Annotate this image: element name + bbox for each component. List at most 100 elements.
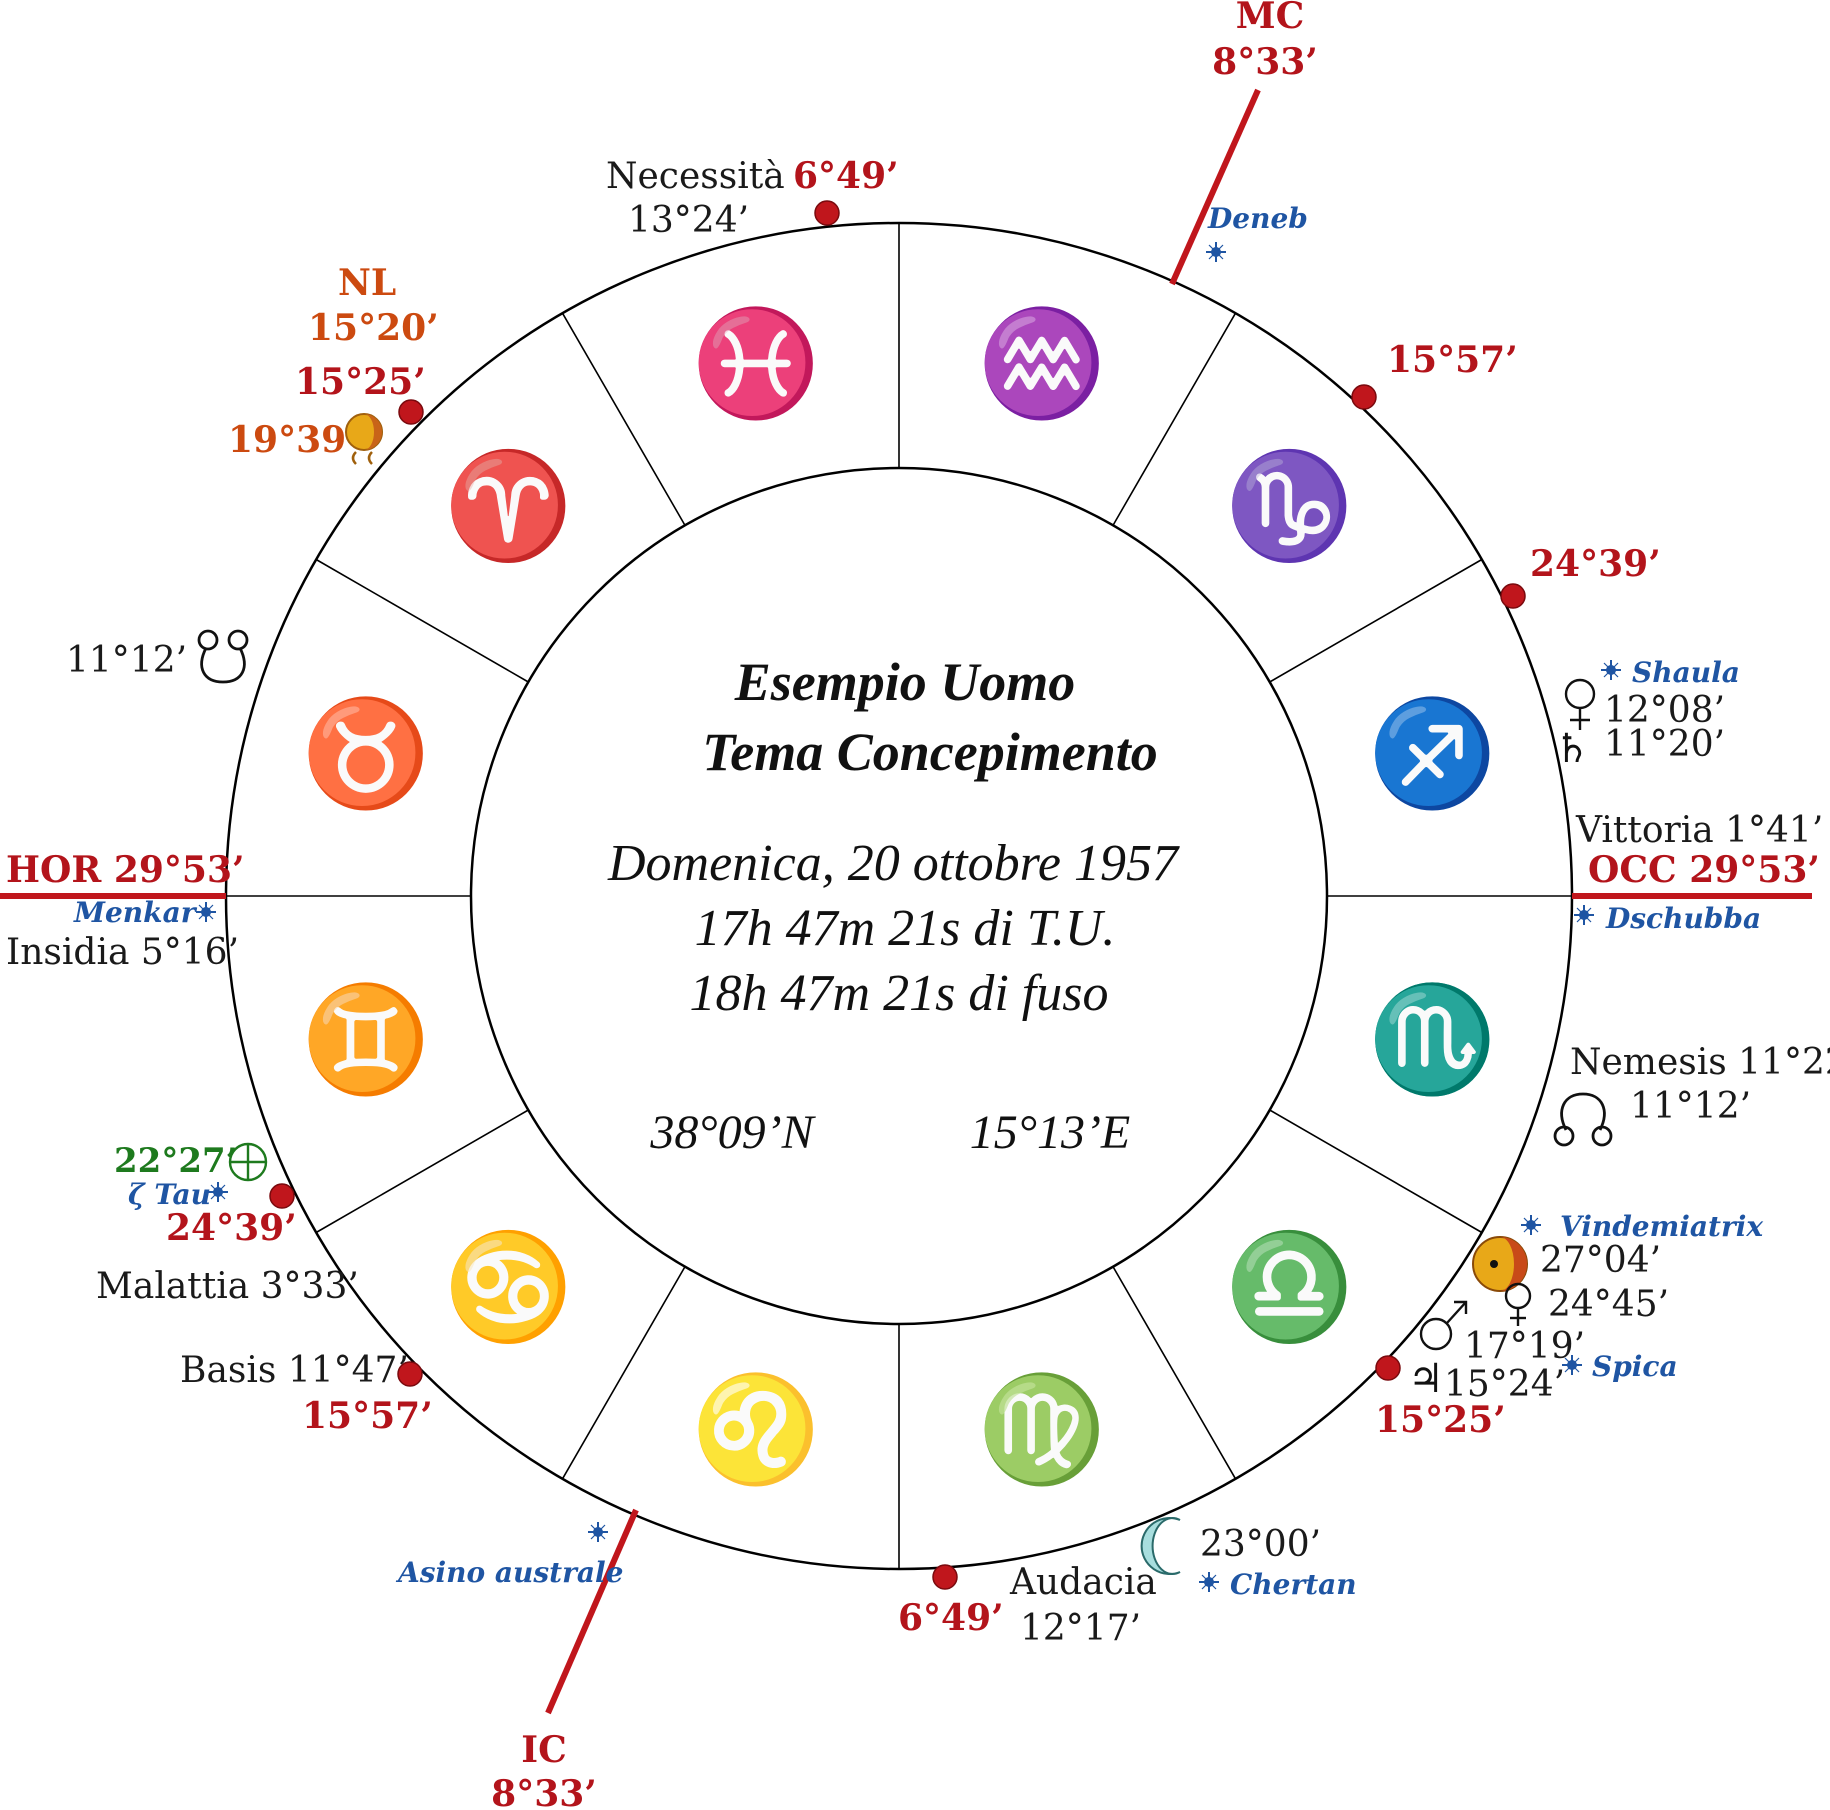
- hor-label: HOR 29°53’: [6, 849, 245, 891]
- sign-glyph-aquarius: ♒: [977, 302, 1107, 424]
- new-moon-degree: 15°20’: [308, 307, 439, 349]
- new-moon-label: NL: [338, 262, 396, 304]
- mercury-icon: [1564, 678, 1596, 730]
- star-icon: [1521, 1215, 1541, 1235]
- star-menkar: Menkar: [73, 896, 198, 929]
- moon-degree: 23°00’: [1200, 1524, 1321, 1565]
- mc-label: MC: [1236, 0, 1305, 37]
- sun-icon: [1472, 1236, 1528, 1292]
- cusp-degree: 6°49’: [793, 155, 899, 197]
- time-tu-line: 17h 47m 21s di T.U.: [695, 900, 1116, 957]
- south-node-icon: [197, 629, 249, 684]
- sign-divider: [561, 312, 686, 526]
- cusp-dot: [932, 1564, 958, 1590]
- sign-divider: [315, 558, 529, 683]
- angle-axes: [0, 88, 1812, 1715]
- star-icon: [1206, 242, 1226, 262]
- sign-divider: [1112, 1266, 1237, 1480]
- cusp-dot: [398, 399, 424, 425]
- star-icon: [196, 902, 216, 922]
- lot-audacia-degree: 12°17’: [1020, 1608, 1141, 1649]
- star-deneb: Deneb: [1207, 202, 1308, 235]
- sign-glyph-taurus: ♉: [301, 692, 431, 814]
- venus-degree: 24°45’: [1548, 1284, 1669, 1325]
- lot-malattia: Malattia 3°33’: [96, 1266, 359, 1307]
- star-icon: [1562, 1355, 1582, 1375]
- star-vindemiatrix: Vindemiatrix: [1560, 1210, 1763, 1243]
- north-node-degree: 11°12’: [1630, 1086, 1751, 1127]
- star-icon: [1574, 905, 1594, 925]
- fortune-icon: [228, 1142, 268, 1182]
- sign-glyph-capricorn: ♑: [1225, 445, 1355, 567]
- title-line-2: Tema Concepimento: [702, 722, 1158, 782]
- lot-necessita-name: Necessità: [606, 156, 785, 197]
- star-shaula: Shaula: [1632, 656, 1740, 689]
- sign-divider: [315, 1109, 529, 1234]
- date-line: Domenica, 20 ottobre 1957: [607, 835, 1180, 892]
- inner-ring: [469, 466, 1329, 1326]
- cusp-dot: [269, 1183, 295, 1209]
- star-zeta-tau: ζ Tau: [128, 1178, 211, 1211]
- sign-divider: [1269, 558, 1483, 683]
- cusp-dot: [1351, 384, 1377, 410]
- sign-glyph-gemini: ♊: [301, 978, 431, 1100]
- cusp-degree: 15°25’: [295, 361, 426, 403]
- cusp-degree: 15°57’: [302, 1395, 433, 1437]
- fixed-star-icons: [196, 242, 1621, 1592]
- star-spica: Spica: [1592, 1350, 1678, 1383]
- sign-glyph-scorpio: ♏: [1367, 978, 1497, 1100]
- sign-glyph-leo: ♌: [691, 1368, 821, 1490]
- star-icon: [588, 1522, 608, 1542]
- star-icon: [208, 1182, 228, 1202]
- ic-axis: [545, 1508, 639, 1715]
- saturn-degree: 11°20’: [1604, 724, 1725, 765]
- sign-divider: [1112, 312, 1237, 526]
- north-node-icon: [1553, 1092, 1613, 1147]
- longitude: 15°13’E: [970, 1106, 1131, 1159]
- cusp-degree: 6°49’: [898, 1597, 1004, 1639]
- chart-title-block: Esempio Uomo Tema Concepimento Domenica,…: [607, 652, 1180, 1159]
- title-line-1: Esempio Uomo: [734, 652, 1076, 712]
- lot-audacia-name: Audacia: [1009, 1562, 1157, 1603]
- sign-glyph-cancer: ♋: [444, 1225, 574, 1347]
- cusp-dot: [1375, 1355, 1401, 1381]
- latitude: 38°09’N: [649, 1106, 816, 1159]
- lot-vittoria: Vittoria 1°41’: [1575, 810, 1823, 851]
- mc-degree: 8°33’: [1212, 41, 1318, 83]
- cusp-degree: 24°39’: [1530, 543, 1661, 585]
- lot-basis: Basis 11°47’: [180, 1350, 409, 1391]
- cusp-dot: [814, 200, 840, 226]
- mc-axis: [1169, 88, 1261, 286]
- cusp-dot: [397, 1361, 423, 1387]
- lot-nemesis: Nemesis 11°22’: [1570, 1042, 1830, 1083]
- ic-degree: 8°33’: [491, 1773, 597, 1810]
- house-cusp-dots: [269, 200, 1526, 1590]
- sign-divider: [1269, 1109, 1483, 1234]
- cusp-degree: 15°25’: [1375, 1399, 1506, 1441]
- sign-glyph-virgo: ♍: [977, 1368, 1107, 1490]
- moon-icon: [1140, 1517, 1181, 1575]
- star-asino-australe: Asino australe: [395, 1556, 623, 1589]
- sign-glyph-sagittarius: ♐: [1367, 692, 1497, 814]
- star-dschubba: Dschubba: [1605, 902, 1761, 935]
- occ-label: OCC 29°53’: [1588, 849, 1820, 891]
- jupiter-icon: ♃: [1408, 1356, 1444, 1402]
- mercury-degree: 12°08’: [1604, 690, 1725, 731]
- sun-moon-node-icon: [345, 413, 383, 465]
- cusp-degree: 15°57’: [1387, 339, 1518, 381]
- lot-insidia: Insidia 5°16’: [6, 932, 239, 973]
- node-moon-degree: 19°39’: [228, 419, 359, 461]
- sign-glyph-pisces: ♓: [691, 302, 821, 424]
- sun-degree: 27°04’: [1540, 1240, 1661, 1281]
- star-icon: [1199, 1572, 1219, 1592]
- sign-dividers: [226, 223, 1572, 1569]
- star-icon: [1601, 660, 1621, 680]
- south-node-degree: 11°12’: [66, 640, 187, 681]
- lot-necessita-degree: 13°24’: [628, 200, 749, 241]
- fortune-degree: 22°27’: [114, 1141, 237, 1181]
- time-fuso-line: 18h 47m 21s di fuso: [690, 965, 1109, 1022]
- cusp-degree: 24°39’: [166, 1207, 297, 1249]
- ic-label: IC: [521, 1729, 567, 1771]
- sign-divider: [561, 1266, 686, 1480]
